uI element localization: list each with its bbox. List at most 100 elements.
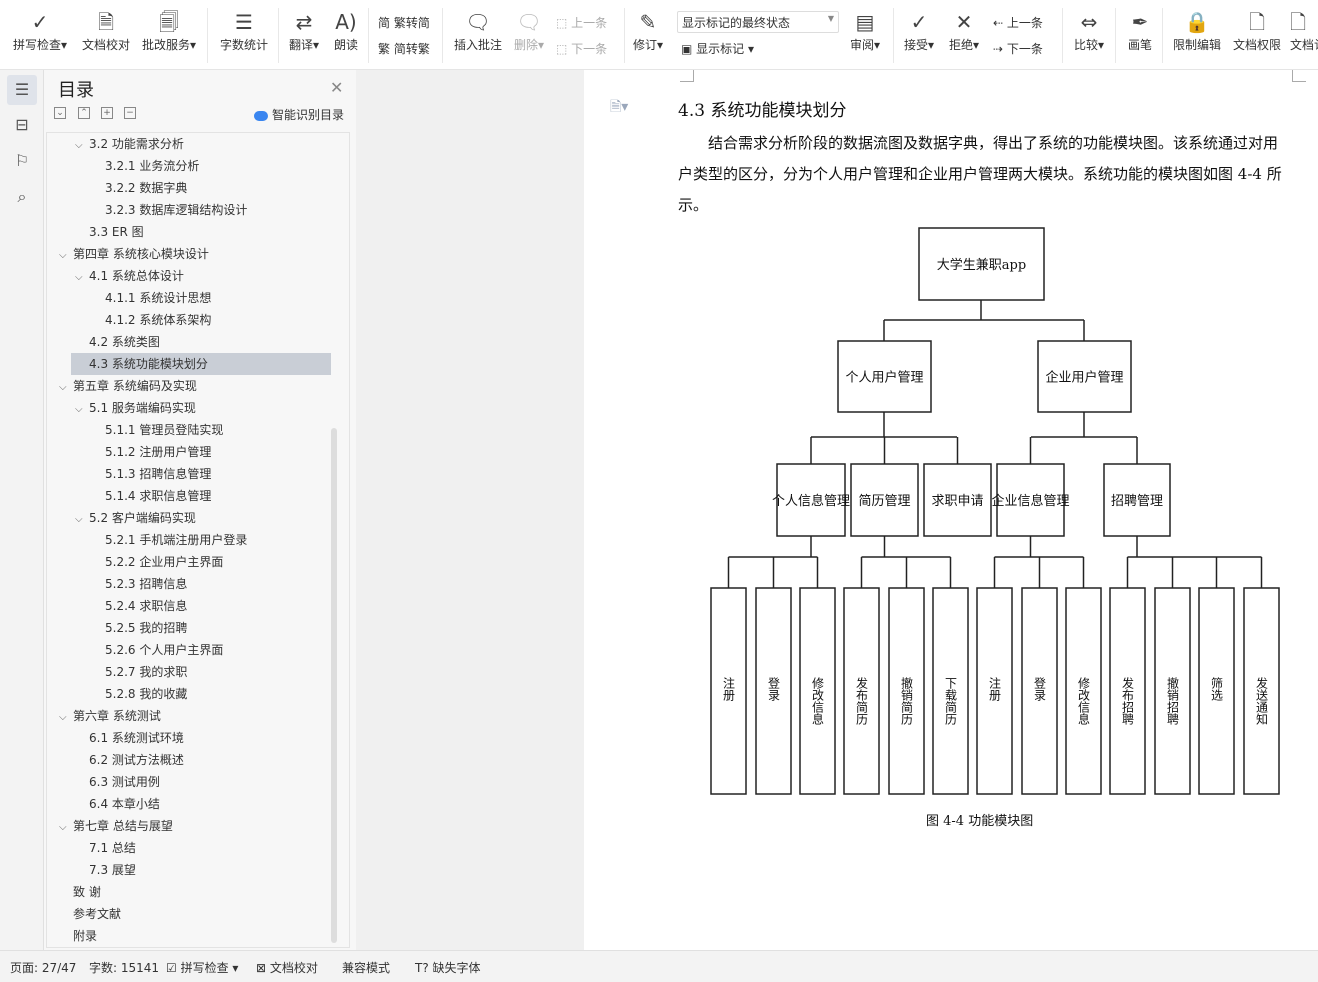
review-button[interactable]: ▤审阅▾ [846, 8, 884, 53]
chevron-down-icon[interactable]: ⌵ [59, 712, 67, 723]
chevron-down-icon[interactable]: ⌵ [75, 140, 83, 151]
nav-pane-icon[interactable]: ⊟ [15, 115, 29, 134]
toc-item[interactable]: 7.3 展望 [47, 859, 307, 881]
toc-item[interactable]: ⌵第六章 系统测试 [47, 705, 307, 727]
close-icon[interactable]: ✕ [330, 78, 344, 97]
toc-item[interactable]: ⌵第七章 总结与展望 [47, 815, 307, 837]
toc-item[interactable]: 3.2.1 业务流分析 [47, 155, 307, 177]
chevron-down-icon[interactable]: ⌵ [59, 250, 67, 261]
toc-item[interactable]: 5.2.1 手机端注册用户登录 [47, 529, 307, 551]
trad-to-simp-button[interactable]: 简 繁转简 [378, 16, 430, 30]
toc-item[interactable]: 5.1.2 注册用户管理 [47, 441, 307, 463]
toc-item[interactable]: 4.1.2 系统体系架构 [47, 309, 307, 331]
restrict-edit-button[interactable]: 🔒限制编辑 [1170, 8, 1224, 53]
toc-item[interactable]: 4.1.1 系统设计思想 [47, 287, 307, 309]
toc-icon[interactable]: ☰ [7, 75, 37, 105]
read-aloud-button[interactable]: A)朗读 [330, 8, 362, 53]
word-count-button[interactable]: ☰字数统计 [219, 10, 268, 52]
next-change-button[interactable]: ⇢ 下一条 [993, 42, 1043, 56]
prev-comment-button[interactable]: ⬚ 上一条 [556, 16, 608, 30]
missing-font[interactable]: T? 缺失字体 [415, 961, 481, 975]
toc-item[interactable]: ⌵3.2 功能需求分析 [47, 133, 307, 155]
toc-item[interactable]: 3.2.3 数据库逻辑结构设计 [47, 199, 307, 221]
bookmark-icon[interactable]: ⚐ [14, 151, 30, 170]
trad-simp-icon: 简 [378, 16, 394, 30]
toc-item[interactable]: 5.2.2 企业用户主界面 [47, 551, 307, 573]
add-entry-icon[interactable]: + [101, 107, 113, 119]
toc-item[interactable]: 5.1.4 求职信息管理 [47, 485, 307, 507]
toc-item-label: 4.2 系统类图 [89, 335, 160, 349]
status-spell-check[interactable]: ☑ 拼写检查 ▾ [166, 961, 239, 975]
toc-item[interactable]: 7.1 总结 [47, 837, 307, 859]
toc-scrollbar[interactable] [331, 428, 337, 943]
lock-doc-icon: 🔒 [1184, 10, 1210, 34]
toc-item[interactable]: 5.2.4 求职信息 [47, 595, 307, 617]
toc-item[interactable]: ⌵ 4.1 系统总体设计 [47, 265, 307, 287]
doc-more-button[interactable]: 🗋文档认 [1290, 8, 1318, 53]
body-paragraph: 结合需求分析阶段的数据流图及数据字典，得出了系统的功能模块图。该系统通过对用户类… [678, 134, 1282, 214]
word-count[interactable]: 字数: 15141 [89, 961, 160, 975]
toc-item[interactable]: 6.3 测试用例 [47, 771, 307, 793]
remove-entry-icon[interactable]: − [124, 107, 136, 119]
toc-item[interactable]: ⌵5.2 客户端编码实现 [47, 507, 307, 529]
module-label: 撤销招聘 [1166, 676, 1180, 725]
chevron-down-icon[interactable]: ⌵ [59, 382, 67, 393]
toc-item[interactable]: ⌵第四章 系统核心模块设计 [47, 243, 307, 265]
toc-item[interactable]: 5.1.3 招聘信息管理 [47, 463, 307, 485]
toc-item-label: 5.2.8 我的收藏 [105, 687, 188, 701]
toc-item[interactable]: 5.2.8 我的收藏 [47, 683, 307, 705]
comment-plus-icon: 🗨 [465, 10, 491, 34]
doc-proof-button[interactable]: 🗎文档校对 [81, 10, 130, 52]
chevron-down-icon[interactable]: ⌵ [75, 272, 83, 283]
toc-item[interactable]: 附录 [47, 925, 307, 947]
spell-check-button[interactable]: ✓拼写检查▾ [10, 8, 70, 53]
revise-button[interactable]: ✎修订▾ [630, 8, 666, 53]
show-markup-button[interactable]: ▣ 显示标记 ▾ [681, 42, 755, 56]
toc-item[interactable]: ⌵5.1 服务端编码实现 [47, 397, 307, 419]
markup-state-select[interactable]: 显示标记的最终状态▼ [677, 11, 839, 33]
delete-comment-button[interactable]: 🗨删除▾ [510, 8, 548, 53]
smart-toc-button[interactable]: 智能识别目录 [254, 106, 344, 123]
status-doc-proof[interactable]: ⊠ 文档校对 [256, 961, 318, 975]
toc-item[interactable]: ⌵第五章 系统编码及实现 [47, 375, 307, 397]
toc-item[interactable]: 6.1 系统测试环境 [47, 727, 307, 749]
module-box [923, 463, 992, 537]
toc-item[interactable]: 5.2.5 我的招聘 [47, 617, 307, 639]
search-icon[interactable]: ⌕ [17, 187, 27, 206]
accept-button[interactable]: ✓接受▾ [900, 8, 938, 53]
insert-comment-button[interactable]: 🗨插入批注 [453, 10, 502, 52]
toc-item[interactable]: 6.2 测试方法概述 [47, 749, 307, 771]
correct-service-button[interactable]: 🗐批改服务▾ [138, 8, 200, 53]
toc-item[interactable]: 5.2.3 招聘信息 [47, 573, 307, 595]
translate-button[interactable]: ⇄翻译▾ [286, 8, 322, 53]
page-indicator[interactable]: 页面: 27/47 [10, 961, 77, 975]
toc-item[interactable]: 5.1.1 管理员登陆实现 [47, 419, 307, 441]
toc-item[interactable]: 致 谢 [47, 881, 307, 903]
toc-item[interactable]: 4.2 系统类图 [47, 331, 307, 353]
chevron-down-icon[interactable]: ⌵ [75, 404, 83, 415]
compare-button[interactable]: ⇔比较▾ [1070, 8, 1108, 53]
toc-item[interactable]: 6.4 本章小结 [47, 793, 307, 815]
collapse-all-icon[interactable]: ⌄ [54, 107, 66, 119]
simp-to-trad-button[interactable]: 繁 简转繁 [378, 42, 430, 56]
doc-outline-icon[interactable]: 🗎▾ [610, 99, 629, 115]
toc-item-label: 4.1 系统总体设计 [89, 269, 184, 283]
expand-up-icon[interactable]: ⌃ [78, 107, 90, 119]
doc-permission-button[interactable]: 🗋文档权限 [1230, 8, 1284, 53]
toc-item[interactable]: 5.2.6 个人用户主界面 [47, 639, 307, 661]
toc-item[interactable]: 4.3 系统功能模块划分 [71, 353, 331, 375]
toc-item[interactable]: 3.2.2 数据字典 [47, 177, 307, 199]
chevron-down-icon[interactable]: ⌵ [59, 822, 67, 833]
dropdown-arrow-icon: ▼ [827, 14, 834, 23]
status-bar: 页面: 27/47 字数: 15141 ☑ 拼写检查 ▾ ⊠ 文档校对 兼容模式… [0, 950, 1318, 982]
toc-item[interactable]: 参考文献 [47, 903, 307, 925]
chevron-down-icon[interactable]: ⌵ [75, 514, 83, 525]
font-icon: T? [415, 961, 429, 975]
pen-button[interactable]: ✒画笔 [1124, 8, 1156, 53]
prev-change-button[interactable]: ⇠ 上一条 [993, 16, 1043, 30]
reject-button[interactable]: ✕拒绝▾ [945, 8, 983, 53]
toc-item[interactable]: 3.3 ER 图 [47, 221, 307, 243]
next-comment-button[interactable]: ⬚ 下一条 [556, 42, 608, 56]
toc-item[interactable]: 5.2.7 我的求职 [47, 661, 307, 683]
